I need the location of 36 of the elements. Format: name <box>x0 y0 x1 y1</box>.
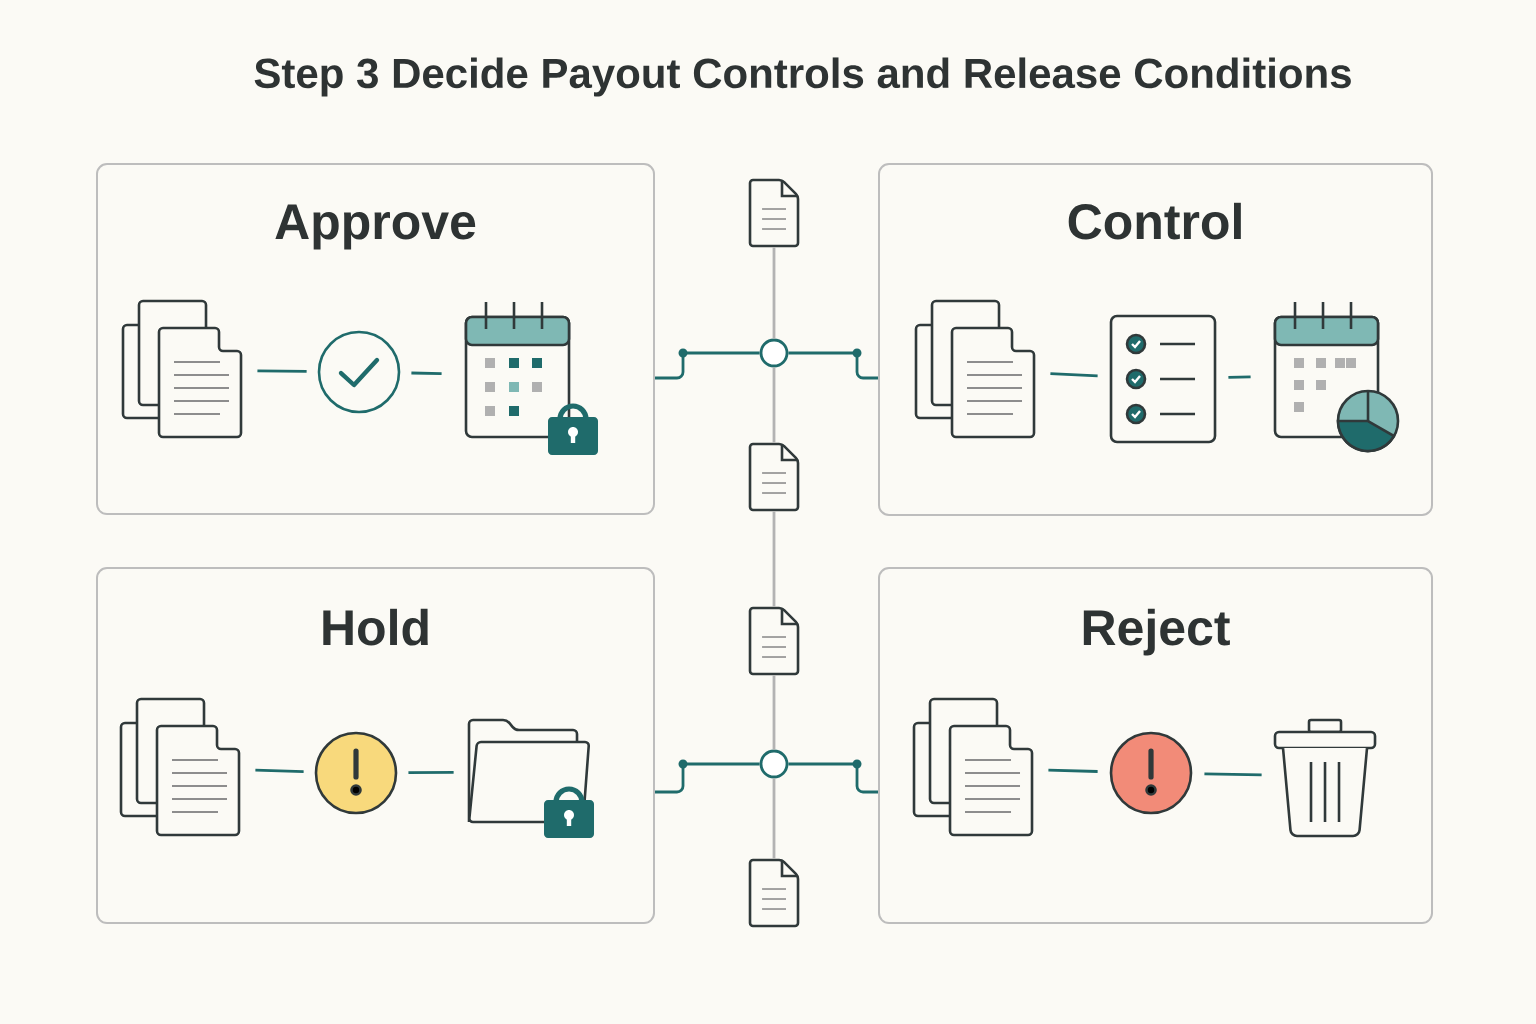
connector-line <box>1204 772 1262 777</box>
connector-line <box>772 778 776 859</box>
checklist-icon <box>1109 314 1217 444</box>
connector-line <box>1050 372 1098 378</box>
trash-bin-icon <box>1273 718 1377 838</box>
folder-icon <box>467 718 594 838</box>
status-circle-icon <box>1109 731 1193 815</box>
connector-line <box>255 768 304 773</box>
calendar-icon <box>1273 302 1400 453</box>
connector-line <box>788 348 878 380</box>
document-stack-icon <box>914 299 1036 439</box>
document-stack-icon <box>119 697 241 837</box>
connector-line <box>411 371 442 375</box>
connector-line <box>772 511 776 607</box>
document-stack-icon <box>121 299 243 439</box>
status-circle-icon <box>317 330 401 414</box>
connector-line <box>408 771 454 775</box>
document-icon <box>748 178 800 248</box>
status-circle-icon <box>314 731 398 815</box>
connector-line <box>788 759 878 794</box>
document-icon <box>748 606 800 676</box>
document-icon <box>748 442 800 512</box>
junction-circle <box>759 338 789 368</box>
document-icon <box>748 858 800 928</box>
junction-circle <box>759 749 789 779</box>
connector-line <box>1048 768 1098 773</box>
calendar-icon <box>464 302 598 455</box>
connector-line <box>1228 375 1251 379</box>
connector-line <box>655 348 760 380</box>
connector-line <box>772 247 776 339</box>
connector-line <box>655 759 760 794</box>
connector-line <box>772 675 776 750</box>
connector-line <box>257 369 307 373</box>
connector-line <box>772 367 776 443</box>
title: Step 3 Decide Payout Controls and Release Conditions <box>254 57 1351 97</box>
document-stack-icon <box>912 697 1034 837</box>
